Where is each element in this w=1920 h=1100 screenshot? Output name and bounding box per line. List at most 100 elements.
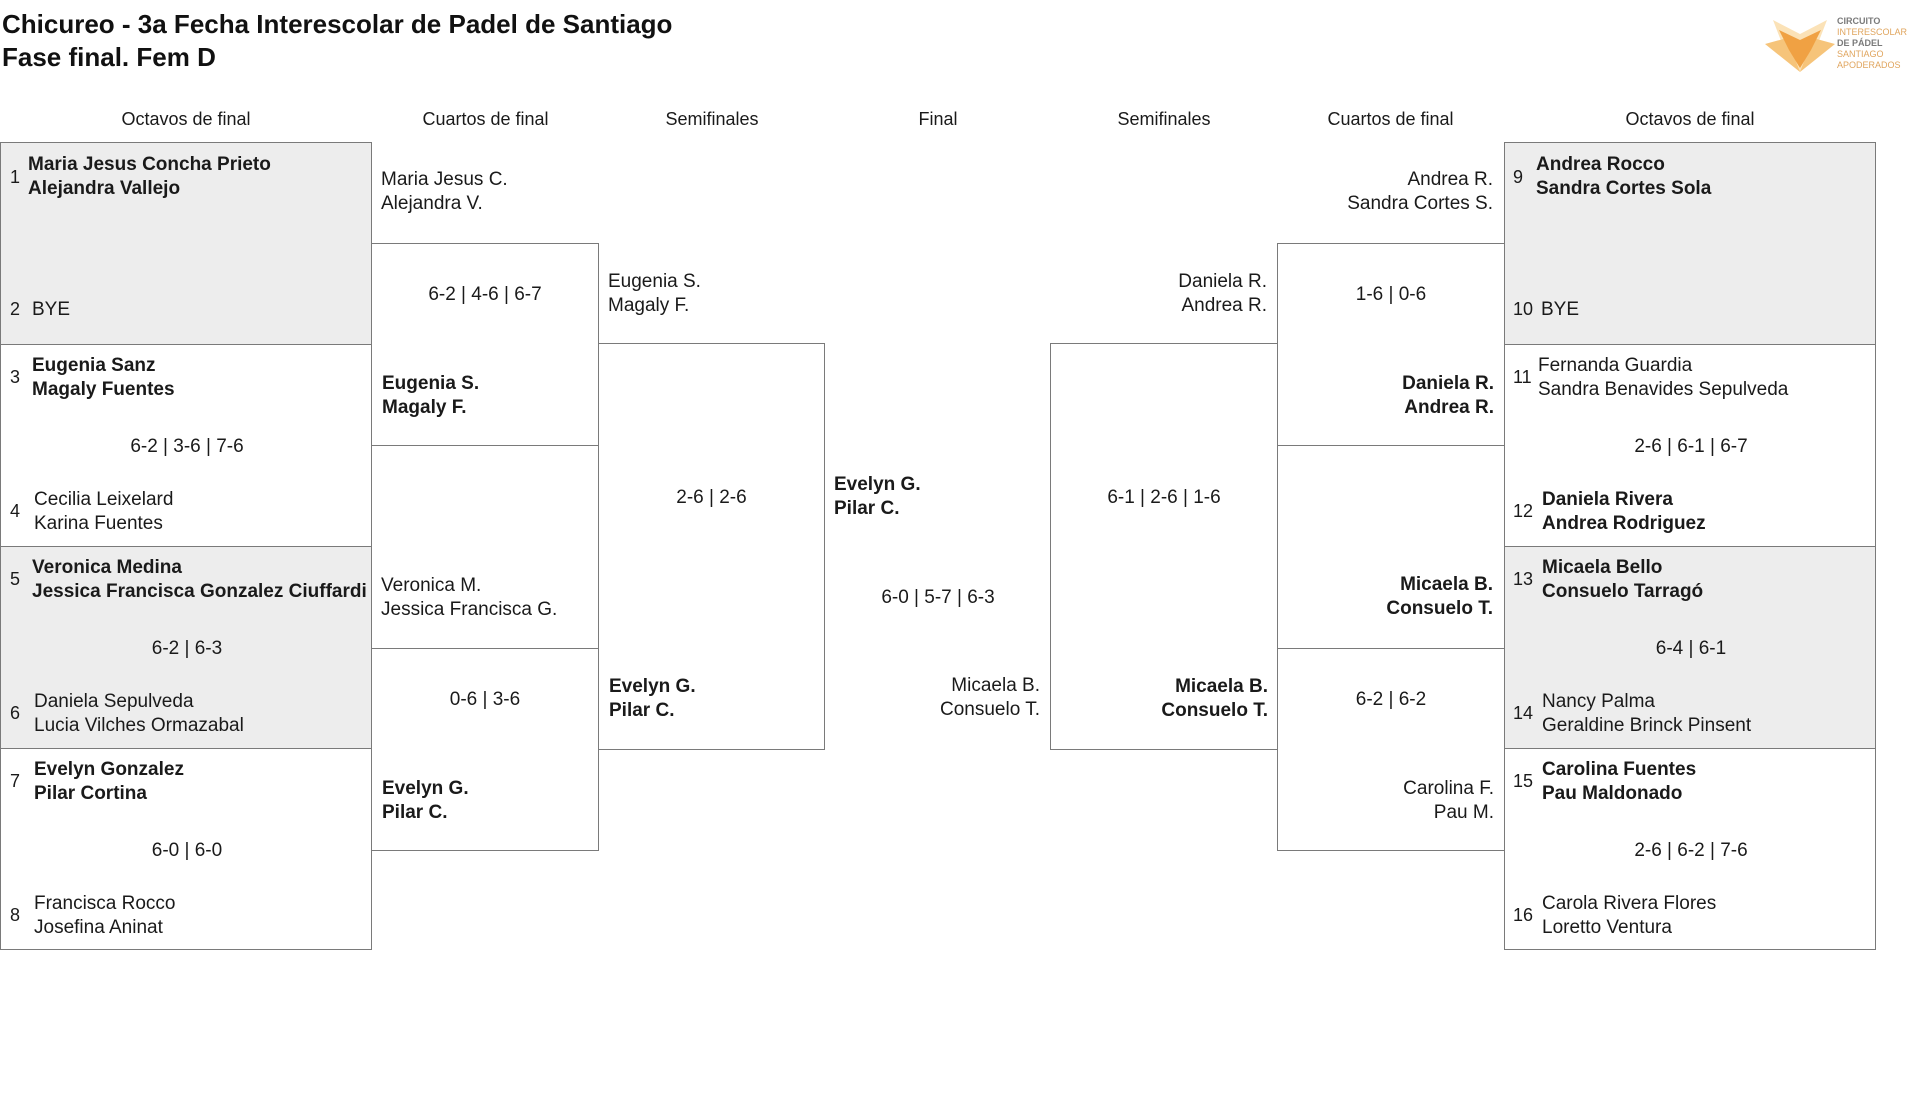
player-name: Andrea Rodriguez (1542, 512, 1706, 534)
header-final: Final (918, 109, 958, 129)
seed-number: 14 (1513, 703, 1534, 723)
team-name: Micaela B. Consuelo T. (1300, 573, 1493, 620)
match-score: 6-2 | 6-3 (151, 638, 223, 659)
team-name: Andrea Rocco Sandra Cortes Sola (1536, 153, 1711, 200)
match-r16-left-4: 7 Evelyn Gonzalez Pilar Cortina 6-0 | 6-… (0, 748, 372, 950)
match-score: 0-6 | 3-6 (449, 689, 521, 710)
logo-fox-icon (1765, 20, 1835, 72)
match-score: 2-6 | 6-1 | 6-7 (1634, 436, 1748, 457)
team-name-final-runner-up: Micaela B. Consuelo T. (900, 674, 1040, 721)
player-name: Francisca Rocco (34, 893, 176, 914)
team-name: Daniela Rivera Andrea Rodriguez (1542, 488, 1706, 535)
team-name: Evelyn G. Pilar C. (382, 777, 469, 824)
match-r16-left-1: 1 Maria Jesus Concha Prieto Alejandra Va… (0, 142, 372, 345)
player-name: Andrea R. (1407, 169, 1493, 190)
team-name: Maria Jesus Concha Prieto Alejandra Vall… (28, 153, 271, 200)
player-name: Andrea Rocco (1536, 154, 1665, 175)
logo-text-5: APODERADOS (1837, 60, 1901, 70)
match-score: 1-6 | 0-6 (1355, 284, 1427, 305)
player-name: Daniela R. (1402, 373, 1494, 394)
team-name: Veronica Medina Jessica Francisca Gonzal… (32, 556, 367, 603)
team-name: Eugenia Sanz Magaly Fuentes (32, 354, 175, 401)
player-name: Consuelo T. (1386, 597, 1493, 619)
player-name: Alejandra V. (381, 192, 483, 214)
match-qf-right-2: 6-2 | 6-2 Carolina F. Pau M. (1277, 648, 1505, 851)
seed-number: 10 (1513, 299, 1534, 319)
header-right-round-of-16: Octavos de final (1625, 109, 1755, 129)
seed-number: 8 (10, 905, 21, 925)
match-sf-right: 6-1 | 2-6 | 1-6 Micaela B. Consuelo T. (1050, 343, 1278, 750)
seed-number: 7 (10, 771, 21, 791)
seed-number: 11 (1513, 367, 1532, 387)
seed-number: 12 (1513, 501, 1534, 521)
player-name: Daniela R. (1178, 271, 1267, 292)
logo-text-2: INTERESCOLAR (1837, 27, 1908, 37)
player-name: Josefina Aninat (34, 916, 163, 938)
team-name: BYE (1541, 298, 1579, 322)
player-name: Nancy Palma (1542, 691, 1655, 712)
header-left-semifinals: Semifinales (665, 109, 759, 129)
seed-number: 16 (1513, 905, 1534, 925)
match-score: 2-6 | 2-6 (676, 487, 747, 508)
match-score: 6-0 | 6-0 (151, 840, 223, 861)
logo-text-3: DE PÁDEL (1837, 38, 1883, 48)
player-name: Magaly F. (608, 294, 690, 316)
seed-number: 6 (10, 703, 21, 723)
player-name: Pilar C. (382, 801, 448, 823)
team-name: BYE (32, 298, 70, 322)
team-name: Micaela B. Consuelo T. (1081, 675, 1268, 722)
player-name: Daniela Rivera (1542, 489, 1673, 510)
player-name: Evelyn G. (834, 474, 921, 495)
player-name: Micaela B. (1400, 574, 1493, 595)
match-qf-right-1: 1-6 | 0-6 Daniela R. Andrea R. (1277, 243, 1505, 446)
player-name: Evelyn G. (382, 778, 469, 799)
logo-text-4: SANTIAGO (1837, 49, 1884, 59)
team-name: Fernanda Guardia Sandra Benavides Sepulv… (1538, 354, 1788, 401)
player-name: Eugenia S. (608, 271, 701, 292)
header-left-round-of-16: Octavos de final (121, 109, 251, 129)
match-r16-left-2: 3 Eugenia Sanz Magaly Fuentes 6-2 | 3-6 … (0, 344, 372, 547)
player-name: Magaly Fuentes (32, 378, 175, 400)
team-name: Evelyn G. Pilar C. (609, 675, 696, 722)
team-name: Nancy Palma Geraldine Brinck Pinsent (1542, 690, 1751, 737)
player-name: Alejandra Vallejo (28, 177, 181, 199)
player-name: Consuelo T. (940, 698, 1040, 720)
team-name: Veronica M. Jessica Francisca G. (381, 574, 557, 621)
player-name: Jessica Francisca G. (381, 598, 558, 620)
player-name: Micaela B. (951, 675, 1040, 696)
match-r16-right-2: 11 Fernanda Guardia Sandra Benavides Sep… (1504, 344, 1876, 547)
player-name: Cecilia Leixelard (34, 489, 174, 510)
player-name: BYE (1541, 299, 1580, 320)
circuit-logo: CIRCUITO INTERESCOLAR DE PÁDEL SANTIAGO … (1765, 14, 1920, 78)
player-name: Karina Fuentes (34, 512, 163, 534)
logo-text-1: CIRCUITO (1837, 16, 1881, 26)
page-subtitle: Fase final. Fem D (2, 42, 216, 72)
seed-number: 13 (1513, 569, 1534, 589)
player-name: Evelyn G. (609, 676, 696, 697)
seed-number: 4 (10, 501, 21, 521)
player-name: Carola Rivera Flores (1542, 893, 1717, 914)
match-score: 6-2 | 3-6 | 7-6 (130, 436, 244, 457)
team-name: Andrea R. Sandra Cortes S. (1300, 168, 1493, 215)
match-sf-left: 2-6 | 2-6 Evelyn G. Pilar C. (598, 343, 825, 750)
player-name: Micaela Bello (1542, 557, 1663, 578)
match-r16-right-3: 13 Micaela Bello Consuelo Tarragó 6-4 | … (1504, 546, 1876, 749)
player-name: Lucia Vilches Ormazabal (34, 714, 244, 736)
header-right-semifinals: Semifinales (1117, 109, 1211, 129)
player-name: Loretto Ventura (1542, 916, 1672, 938)
page-title: Chicureo - 3a Fecha Interescolar de Pade… (2, 9, 673, 39)
seed-number: 3 (10, 367, 21, 387)
match-qf-left-2: 0-6 | 3-6 Evelyn G. Pilar C. (371, 648, 599, 851)
match-qf-left-1: 6-2 | 4-6 | 6-7 Eugenia S. Magaly F. (371, 243, 599, 446)
team-name: Micaela Bello Consuelo Tarragó (1542, 556, 1703, 603)
player-name: BYE (32, 299, 71, 320)
player-name: Pau M. (1433, 801, 1494, 823)
header-right-quarterfinals: Cuartos de final (1327, 109, 1454, 129)
player-name: Andrea R. (1181, 294, 1267, 316)
player-name: Maria Jesus Concha Prieto (28, 154, 271, 175)
match-score: 6-2 | 6-2 (1355, 689, 1427, 710)
player-name: Pilar Cortina (34, 782, 147, 804)
player-name: Geraldine Brinck Pinsent (1542, 714, 1752, 736)
team-name: Carolina F. Pau M. (1298, 777, 1494, 824)
team-name: Maria Jesus C. Alejandra V. (381, 168, 508, 215)
